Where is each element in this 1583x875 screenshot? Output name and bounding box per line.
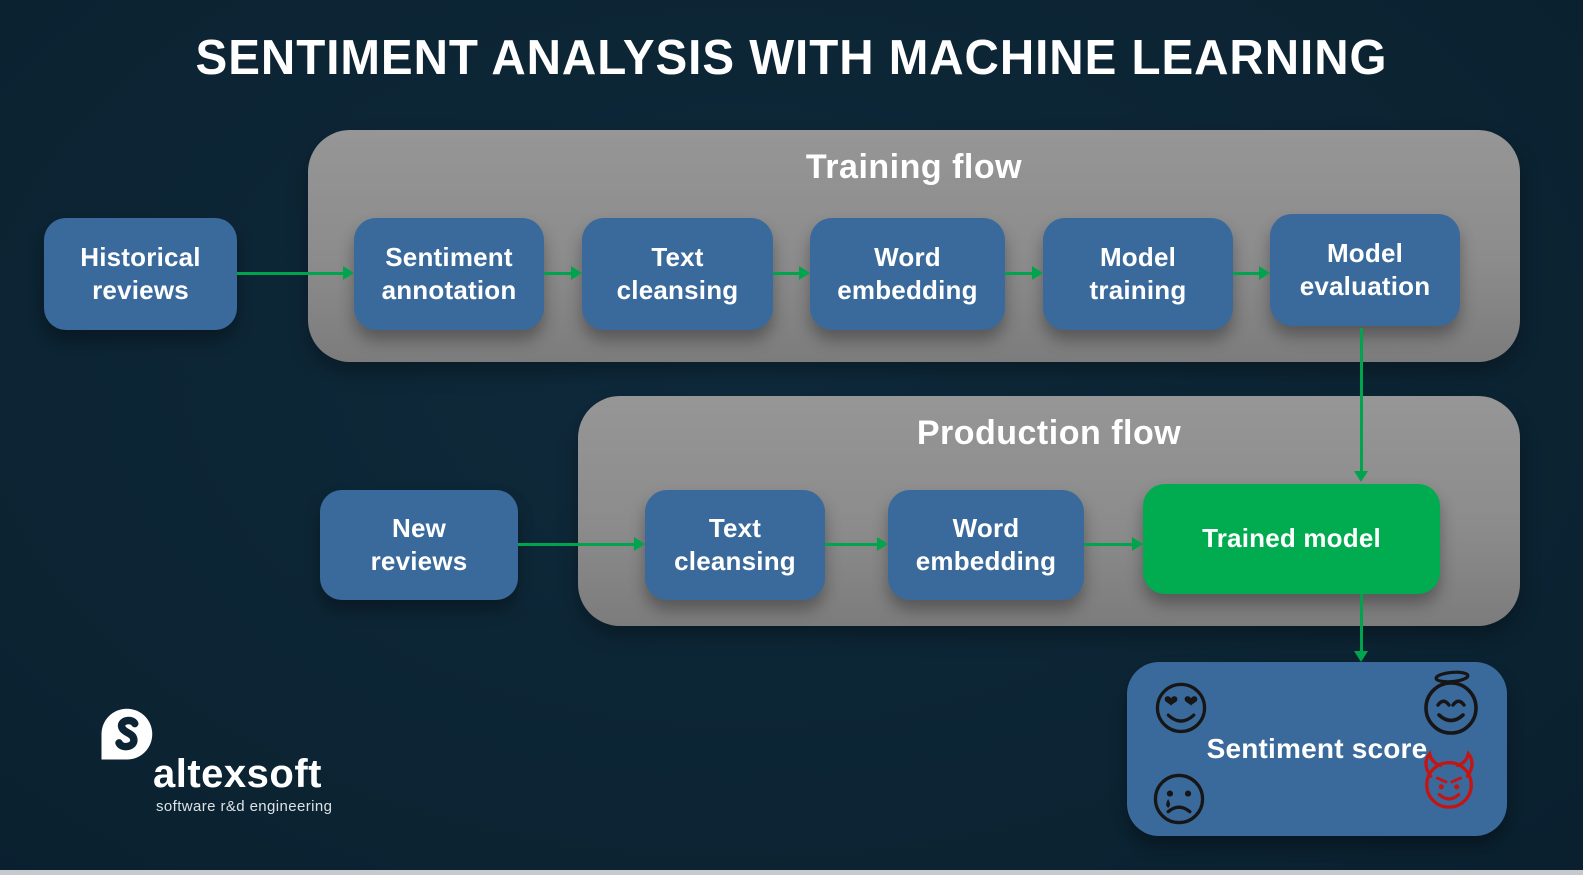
arrow-embedding-to-trainedmodel bbox=[1084, 537, 1143, 551]
node-label: embedding bbox=[915, 545, 1057, 576]
node-label: annotation bbox=[381, 274, 517, 305]
bottom-edge-strip bbox=[0, 870, 1583, 875]
arrow-training-to-evaluation bbox=[1233, 266, 1270, 280]
node-label: evaluation bbox=[1299, 270, 1431, 301]
brand-name: altexsoft bbox=[153, 752, 322, 796]
node-sentiment-annotation: Sentiment annotation bbox=[354, 218, 544, 330]
node-label: Trained model bbox=[1202, 523, 1381, 554]
node-text-cleansing-training: Text cleansing bbox=[582, 218, 773, 330]
altexsoft-bubble-icon bbox=[101, 708, 153, 760]
node-label: Word bbox=[874, 241, 941, 272]
arrow-historical-to-annotation bbox=[237, 266, 354, 280]
node-label: Model bbox=[1326, 237, 1404, 268]
arrow-annotation-to-cleansing bbox=[544, 266, 582, 280]
node-label: Model bbox=[1099, 241, 1177, 272]
brand-tagline: software r&d engineering bbox=[156, 798, 333, 815]
node-new-reviews: New reviews bbox=[320, 490, 518, 600]
production-flow-label: Production flow bbox=[916, 414, 1182, 452]
node-label: embedding bbox=[837, 274, 978, 305]
node-label: cleansing bbox=[616, 274, 739, 305]
devil-face-icon bbox=[1424, 750, 1474, 809]
node-label: Sentiment score bbox=[1206, 732, 1428, 764]
arrow-evaluation-to-trainedmodel bbox=[1354, 328, 1368, 482]
node-label: Text bbox=[708, 512, 762, 543]
node-label: Sentiment bbox=[385, 241, 513, 272]
node-word-embedding-training: Word embedding bbox=[810, 218, 1005, 330]
arrow-cleansing-to-embedding-production bbox=[825, 537, 888, 551]
heart-eyes-face-icon bbox=[1155, 682, 1207, 734]
node-label: reviews bbox=[370, 545, 468, 576]
node-historical-reviews: Historical reviews bbox=[44, 218, 237, 330]
arrow-cleansing-to-embedding-training bbox=[773, 266, 810, 280]
node-label: Historical bbox=[80, 241, 201, 272]
node-label: Text bbox=[651, 241, 704, 272]
node-label: New bbox=[391, 512, 447, 543]
node-text-cleansing-production: Text cleansing bbox=[645, 490, 825, 600]
node-label: Word bbox=[952, 512, 1020, 543]
angel-face-icon bbox=[1424, 670, 1478, 735]
node-word-embedding-production: Word embedding bbox=[888, 490, 1084, 600]
training-flow-label: Training flow bbox=[805, 148, 1023, 186]
node-trained-model: Trained model bbox=[1143, 484, 1440, 594]
arrow-trainedmodel-to-sentimentscore bbox=[1354, 594, 1368, 662]
node-label: cleansing bbox=[674, 545, 796, 576]
arrow-newreviews-to-cleansing bbox=[518, 537, 645, 551]
node-label: training bbox=[1089, 274, 1187, 305]
node-label: reviews bbox=[92, 274, 189, 305]
arrow-embedding-to-training bbox=[1005, 266, 1043, 280]
sad-tear-face-icon bbox=[1153, 773, 1205, 825]
node-model-evaluation: Model evaluation bbox=[1270, 214, 1460, 326]
page-title: SENTIMENT ANALYSIS WITH MACHINE LEARNING bbox=[195, 31, 1388, 85]
node-model-training: Model training bbox=[1043, 218, 1233, 330]
